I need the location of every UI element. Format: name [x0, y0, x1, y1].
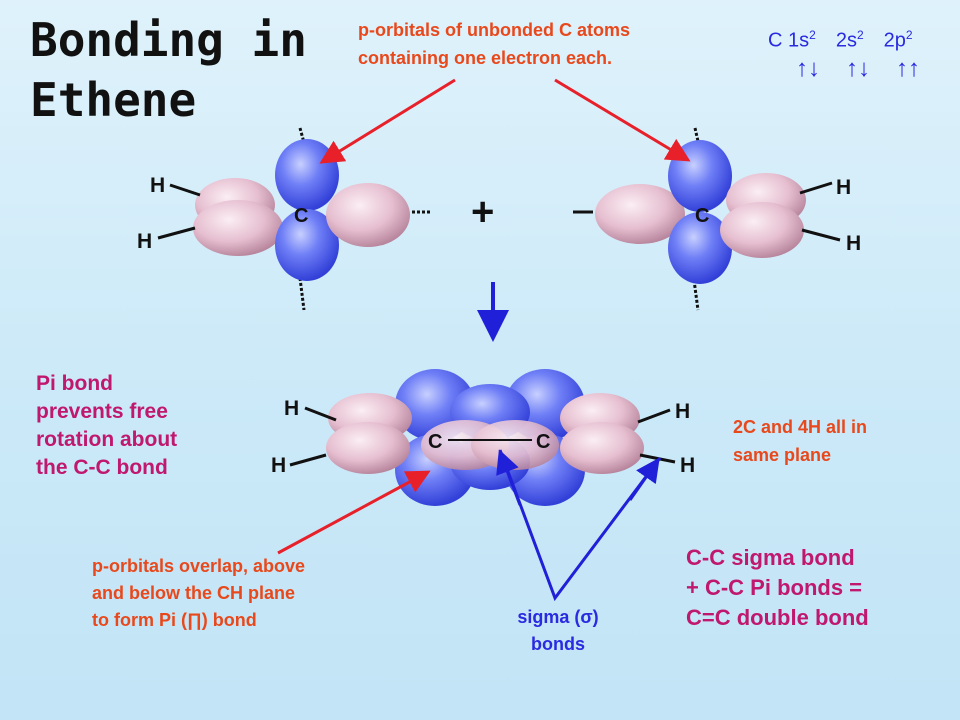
c-h-bond	[289, 453, 327, 467]
c-h-bond	[304, 406, 337, 422]
sp2-lobe	[720, 202, 804, 258]
p-orbital-upper-lobe	[668, 140, 732, 212]
bottom-note-line-2: and below the CH plane	[92, 583, 296, 603]
pointer-arrow-right-p-orbital	[554, 78, 691, 162]
config-2s: 2s2	[835, 28, 864, 52]
pi-note-line-1: Pi bond	[36, 372, 113, 395]
bottom-note-line-3: to form Pi (∏) bond	[92, 610, 257, 630]
top-note-line-1: p-orbitals of unbonded C atoms	[358, 20, 630, 40]
config-2p: 2p2	[883, 28, 913, 52]
c-h-bond	[801, 228, 841, 242]
carbon-label: C	[428, 431, 442, 453]
p-orbital-upper-lobe	[275, 139, 339, 211]
spin-arrows-1s: ↑↓	[796, 54, 820, 82]
hydrogen-label: H	[284, 397, 299, 420]
c-h-bond	[637, 408, 671, 424]
sp2-lobe	[560, 422, 644, 474]
summary-line-3: C=C double bond	[686, 605, 869, 630]
right-carbon-fragment: H H C	[573, 127, 861, 311]
p-orbital-lower-lobe	[275, 209, 339, 281]
c-h-bond	[157, 226, 196, 240]
sigma-label-line-2: bonds	[531, 634, 585, 654]
sp2-lobe	[326, 183, 410, 247]
carbon-label: C	[294, 205, 308, 227]
sigma-label-line-1: sigma (σ)	[517, 607, 599, 627]
hydrogen-label: H	[680, 454, 695, 477]
page-title: Bonding in Ethene	[30, 10, 350, 130]
hydrogen-label: H	[846, 232, 861, 255]
summary-line-1: C-C sigma bond	[686, 545, 855, 570]
sigma-bonds-label: sigma (σ) bonds	[498, 604, 618, 658]
plus-sign: +	[471, 190, 494, 234]
sigma-pointer-arrow-ch	[628, 457, 660, 501]
summary-line-2: + C-C Pi bonds =	[686, 575, 863, 600]
hydrogen-label: H	[836, 176, 851, 199]
sp2-lobe	[326, 422, 410, 474]
pi-note-line-4: the C-C bond	[36, 456, 168, 479]
sp2-lobe	[193, 200, 283, 256]
axis-tick	[692, 279, 700, 311]
unbonded-p-orbital-note: p-orbitals of unbonded C atoms containin…	[358, 16, 738, 72]
pi-note-line-3: rotation about	[36, 428, 178, 451]
title-line-2: Ethene	[30, 73, 197, 127]
pi-overlap-note: p-orbitals overlap, above and below the …	[92, 553, 392, 634]
axis-tick	[298, 277, 306, 311]
plane-note-line-2: same plane	[733, 445, 832, 465]
axis-tick	[693, 127, 702, 151]
pointer-arrow-left-p-orbital	[319, 78, 456, 164]
pointer-arrow-pi-overlap	[277, 470, 431, 555]
sigma-pointer-arrow-cc	[496, 449, 522, 506]
double-bond-summary: C-C sigma bond + C-C Pi bonds = C=C doub…	[686, 543, 946, 633]
top-note-line-2: containing one electron each.	[358, 48, 613, 68]
carbon-label: C	[695, 205, 709, 227]
hydrogen-label: H	[150, 174, 165, 197]
sp2-lobe	[595, 184, 685, 244]
ethene-molecule: H H H H C C	[271, 369, 695, 506]
pi-note-line-2: prevents free	[36, 400, 168, 423]
config-element: C 1s2	[768, 28, 816, 52]
sigma-overlap-lobe	[471, 420, 559, 470]
p-orbital-lower-lobe	[668, 212, 732, 284]
axis-tick	[298, 127, 308, 151]
hydrogen-label: H	[271, 454, 286, 477]
same-plane-note: 2C and 4H all in same plane	[733, 413, 933, 469]
title-line-1: Bonding in	[30, 13, 307, 67]
c-h-bond	[799, 181, 833, 195]
left-carbon-fragment: H H C	[137, 127, 432, 311]
electron-configuration: C 1s2 2s2 2p2 ↑↓ ↑↓ ↑↑	[768, 28, 920, 83]
hydrogen-label: H	[137, 230, 152, 253]
pi-bond-rotation-note: Pi bond prevents free rotation about the…	[36, 370, 246, 482]
hydrogen-label: H	[675, 400, 690, 423]
bottom-note-line-1: p-orbitals overlap, above	[92, 556, 306, 576]
spin-arrows-2s: ↑↓	[846, 54, 870, 82]
c-h-bond	[169, 183, 201, 197]
carbon-label: C	[536, 431, 550, 453]
plane-note-line-1: 2C and 4H all in	[733, 417, 868, 437]
spin-arrows-2p: ↑↑	[896, 54, 920, 82]
